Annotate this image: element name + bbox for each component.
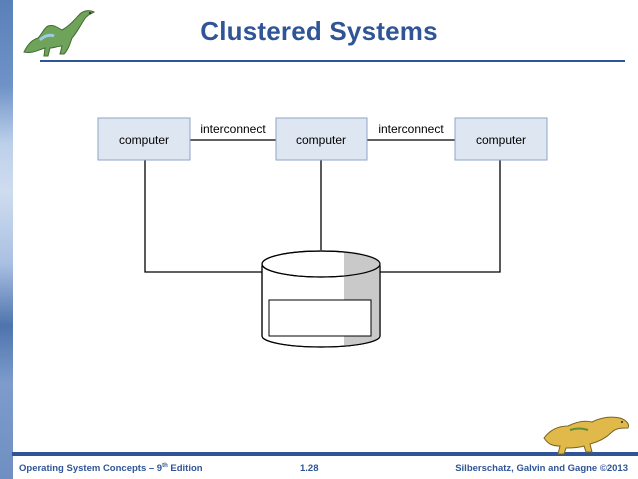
dinosaur-logo-top: [23, 10, 96, 57]
interconnect-label-2: interconnect: [378, 122, 444, 136]
footer-course-title: Operating System Concepts – 9th Edition: [19, 463, 203, 475]
storage-link-right: [380, 160, 501, 273]
slide-title: Clustered Systems: [200, 16, 438, 46]
connector-lines: [144, 139, 501, 273]
shared-storage-disk: [261, 250, 381, 348]
computer-box-1: [97, 117, 191, 161]
footer-page-number: 1.28: [300, 463, 319, 474]
left-decorative-bar: [0, 0, 13, 479]
footer-copyright: Silberschatz, Galvin and Gagne ©2013: [455, 463, 628, 474]
interconnect-label-1: interconnect: [200, 122, 266, 136]
footer-rule: [12, 452, 638, 456]
computer-label-2: computer: [296, 133, 346, 147]
computer-box-3: [454, 117, 548, 161]
computer-box-2: [275, 117, 368, 161]
dinosaur-logo-bottom: [543, 416, 629, 455]
computer-label-3: computer: [476, 133, 526, 147]
disk-label-panel: [268, 299, 372, 337]
storage-link-left: [144, 160, 262, 273]
title-underline: [40, 60, 625, 62]
computer-label-1: computer: [119, 133, 169, 147]
